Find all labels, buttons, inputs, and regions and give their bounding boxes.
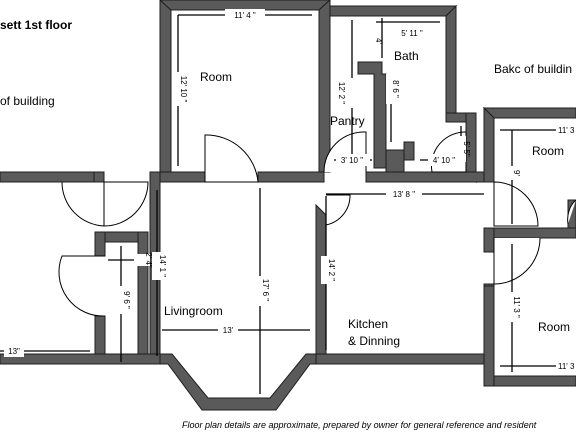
dim-bath-height-label: 8' 6 " bbox=[391, 80, 400, 98]
door-swing-kitchen bbox=[325, 194, 351, 226]
dim-pantry-height-label: 12' 2 " bbox=[337, 82, 346, 104]
wall-left-top bbox=[0, 171, 105, 183]
dim-closet-height-label: 5' 5" bbox=[462, 141, 471, 157]
dim-right-bottom-height-label: 11' 3 " bbox=[512, 296, 521, 318]
door-swing-right-top bbox=[493, 181, 539, 227]
wall-bath-top bbox=[329, 5, 458, 17]
dim-right-top-height-label: 9' bbox=[512, 170, 521, 176]
wall-right-bottom bbox=[483, 375, 576, 387]
front-of-building-label: of building bbox=[0, 94, 55, 108]
dim-livingroom-width-label: 13' bbox=[223, 326, 234, 335]
dim-pantry-width-label: 3' 10 " bbox=[341, 156, 363, 165]
door-swing-left-outer bbox=[61, 181, 105, 227]
wall-chimney bbox=[385, 149, 405, 173]
dim-room-top-width-label: 11' 4 " bbox=[234, 11, 256, 20]
room-label-livingroom: Livingroom bbox=[164, 304, 223, 318]
wall-bath-right bbox=[445, 4, 457, 114]
wall-right-bottom-left bbox=[483, 285, 495, 387]
door-swing-foyer bbox=[58, 255, 106, 317]
dim-right-bottom-width-label: 11' 3 bbox=[558, 362, 575, 371]
dim-bath-width-label: 5' 11 " bbox=[401, 29, 423, 38]
wall-bay-window bbox=[159, 353, 319, 411]
wall-foyer-left-upper bbox=[94, 231, 106, 257]
room-label-right-top: Room bbox=[532, 144, 564, 158]
dim-closet-width-label: 4' 10 " bbox=[433, 156, 455, 165]
door-swing-living bbox=[204, 134, 259, 183]
doors bbox=[58, 131, 576, 317]
footer-note: Floor plan details are approximate, prep… bbox=[182, 420, 537, 430]
back-of-building-label: Bakc of buildin bbox=[494, 62, 572, 76]
door-swing-right-edge bbox=[567, 199, 576, 225]
wall-top-room-top bbox=[159, 0, 331, 11]
room-label-top: Room bbox=[200, 70, 232, 84]
room-label-kitchen-line2: & Dinning bbox=[348, 334, 400, 348]
dimension-labels: 11' 4 " 12' 10 " 5' 11 " 4' 8' 6 " 12' 2… bbox=[4, 9, 576, 372]
wall-kitchen-bottom bbox=[315, 353, 495, 365]
dim-kitchen-height-label: 14' 2 " bbox=[327, 259, 336, 281]
dim-foyer-small-label: 2' 4" bbox=[144, 252, 153, 268]
room-label-right-bottom: Room bbox=[538, 320, 570, 334]
wall-right-top-room-left bbox=[483, 106, 495, 183]
wall-right-mid-left bbox=[483, 227, 495, 253]
door-swing-left-entry bbox=[103, 181, 149, 227]
wall-left-stub bbox=[93, 171, 105, 183]
dim-kitchen-width-label: 13' 8 " bbox=[393, 190, 415, 199]
walls bbox=[0, 0, 576, 411]
wall-kitchen-left bbox=[315, 203, 327, 365]
dim-foyer-height-label: 9' 6 " bbox=[122, 291, 131, 309]
wall-mid-right bbox=[365, 171, 485, 183]
wall-right-mid bbox=[483, 227, 576, 239]
dim-left-width-label: 13" bbox=[8, 347, 20, 356]
dim-livingroom-height-label: 17' 6 " bbox=[261, 279, 270, 301]
wall-right-top-room-top bbox=[482, 107, 576, 119]
dim-room-top-height-label: 12' 10 " bbox=[179, 76, 188, 103]
wall-top-room-right bbox=[318, 0, 331, 173]
plan-title: sett 1st floor bbox=[0, 18, 72, 32]
door-swing-right-bottom bbox=[493, 237, 541, 285]
room-label-kitchen-line1: Kitchen bbox=[348, 317, 388, 331]
wall-top-room-left bbox=[159, 0, 172, 173]
dim-bath-small-label: 4' bbox=[374, 38, 383, 44]
room-labels: Room Bath Pantry Room Room Livingroom Ki… bbox=[164, 49, 570, 348]
wall-mid-center bbox=[257, 171, 325, 183]
room-label-bath: Bath bbox=[394, 49, 419, 63]
wall-chimney-cap bbox=[403, 141, 415, 161]
dim-living-side-height-label: 14' 1 " bbox=[158, 255, 167, 277]
dim-right-top-width-label: 11' 3 bbox=[558, 126, 575, 135]
room-label-pantry: Pantry bbox=[330, 114, 365, 128]
